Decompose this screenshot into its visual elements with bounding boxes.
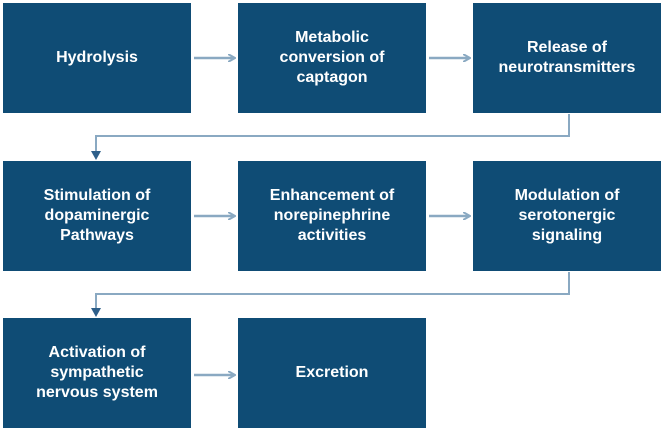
- arrow-head-step-4: [91, 151, 101, 160]
- step-enhancement-norepinephrine: Enhancement of norepinephrine activities: [238, 161, 426, 271]
- arrow-step-6-to-7: [95, 272, 570, 311]
- step-metabolic-conversion: Metabolic conversion of captagon: [238, 3, 426, 113]
- step-activation-sympathetic: Activation of sympathetic nervous system: [3, 318, 191, 428]
- step-modulation-serotonergic: Modulation of serotonergic signaling: [473, 161, 661, 271]
- step-excretion: Excretion: [238, 318, 426, 428]
- step-release-neurotransmitters: Release of neurotransmitters: [473, 3, 661, 113]
- arrow-step-3-to-4: [95, 114, 570, 154]
- step-hydrolysis: Hydrolysis: [3, 3, 191, 113]
- arrow-head-step-7: [91, 308, 101, 317]
- step-stimulation-dopaminergic: Stimulation of dopaminergic Pathways: [3, 161, 191, 271]
